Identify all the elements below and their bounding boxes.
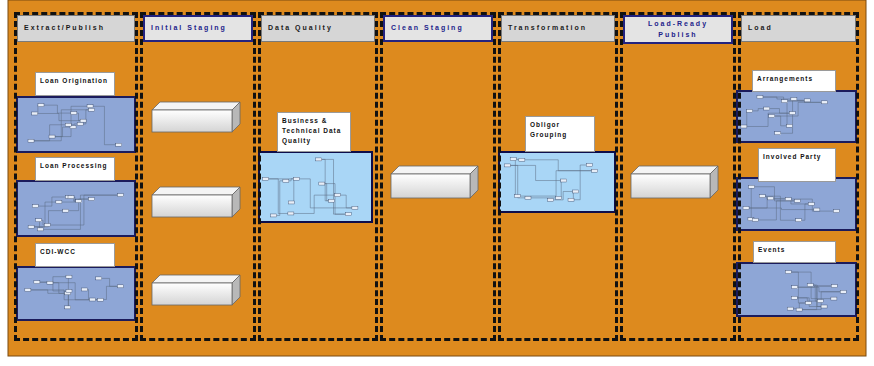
process-label: Loan Origination <box>35 72 115 96</box>
process-label: Involved Party <box>758 148 836 182</box>
screenshot <box>17 97 135 152</box>
label-text: CDI-WCC <box>40 247 110 257</box>
process-label: Business & Technical Data Quality <box>277 112 351 152</box>
stage-heading: Clean Staging <box>383 15 493 42</box>
stage-column: Clean Staging <box>380 12 496 341</box>
screenshot <box>17 181 135 236</box>
label-text: Obligor Grouping <box>530 120 590 140</box>
screenshot <box>259 152 372 222</box>
staging-table <box>152 102 240 132</box>
staging-table <box>391 166 478 198</box>
stage-heading: Data Quality <box>261 15 375 42</box>
background-panel <box>8 0 866 356</box>
label-text: Involved Party <box>763 152 831 162</box>
stage-column: Load-Ready Publish <box>620 12 736 341</box>
process-label: CDI-WCC <box>35 243 115 267</box>
process-label: Arrangements <box>752 70 836 92</box>
staging-tables <box>152 102 718 305</box>
process-label: Loan Processing <box>35 157 115 181</box>
staging-table <box>152 187 240 217</box>
staging-table <box>631 166 718 198</box>
stage-heading: Load <box>741 15 856 42</box>
screenshot <box>737 178 856 230</box>
process-label: Obligor Grouping <box>525 116 595 152</box>
process-label: Events <box>753 241 836 263</box>
stage-heading: Load-Ready Publish <box>623 15 733 44</box>
stage-column: Data QualityBusiness & Technical Data Qu… <box>258 12 378 341</box>
stage-heading: Extract/Publish <box>17 15 135 42</box>
screenshot <box>737 91 856 142</box>
label-text: Loan Origination <box>40 76 110 86</box>
stage-column: Extract/PublishLoan OriginationLoan Proc… <box>14 12 138 341</box>
stage-column: LoadArrangementsInvolved PartyEvents <box>738 12 859 341</box>
label-text: Events <box>758 245 831 255</box>
label-text: Loan Processing <box>40 161 110 171</box>
label-text: Arrangements <box>757 74 831 84</box>
label-text: Business & Technical Data Quality <box>282 116 346 146</box>
screenshot <box>499 152 615 212</box>
stage-heading: Transformation <box>501 15 615 42</box>
screenshot <box>17 267 135 320</box>
stage-heading: Initial Staging <box>143 15 253 42</box>
screenshot <box>737 263 856 316</box>
staging-table <box>152 275 240 305</box>
stage-column: TransformationObligor Grouping <box>498 12 618 341</box>
stage-column: Initial Staging <box>140 12 256 341</box>
